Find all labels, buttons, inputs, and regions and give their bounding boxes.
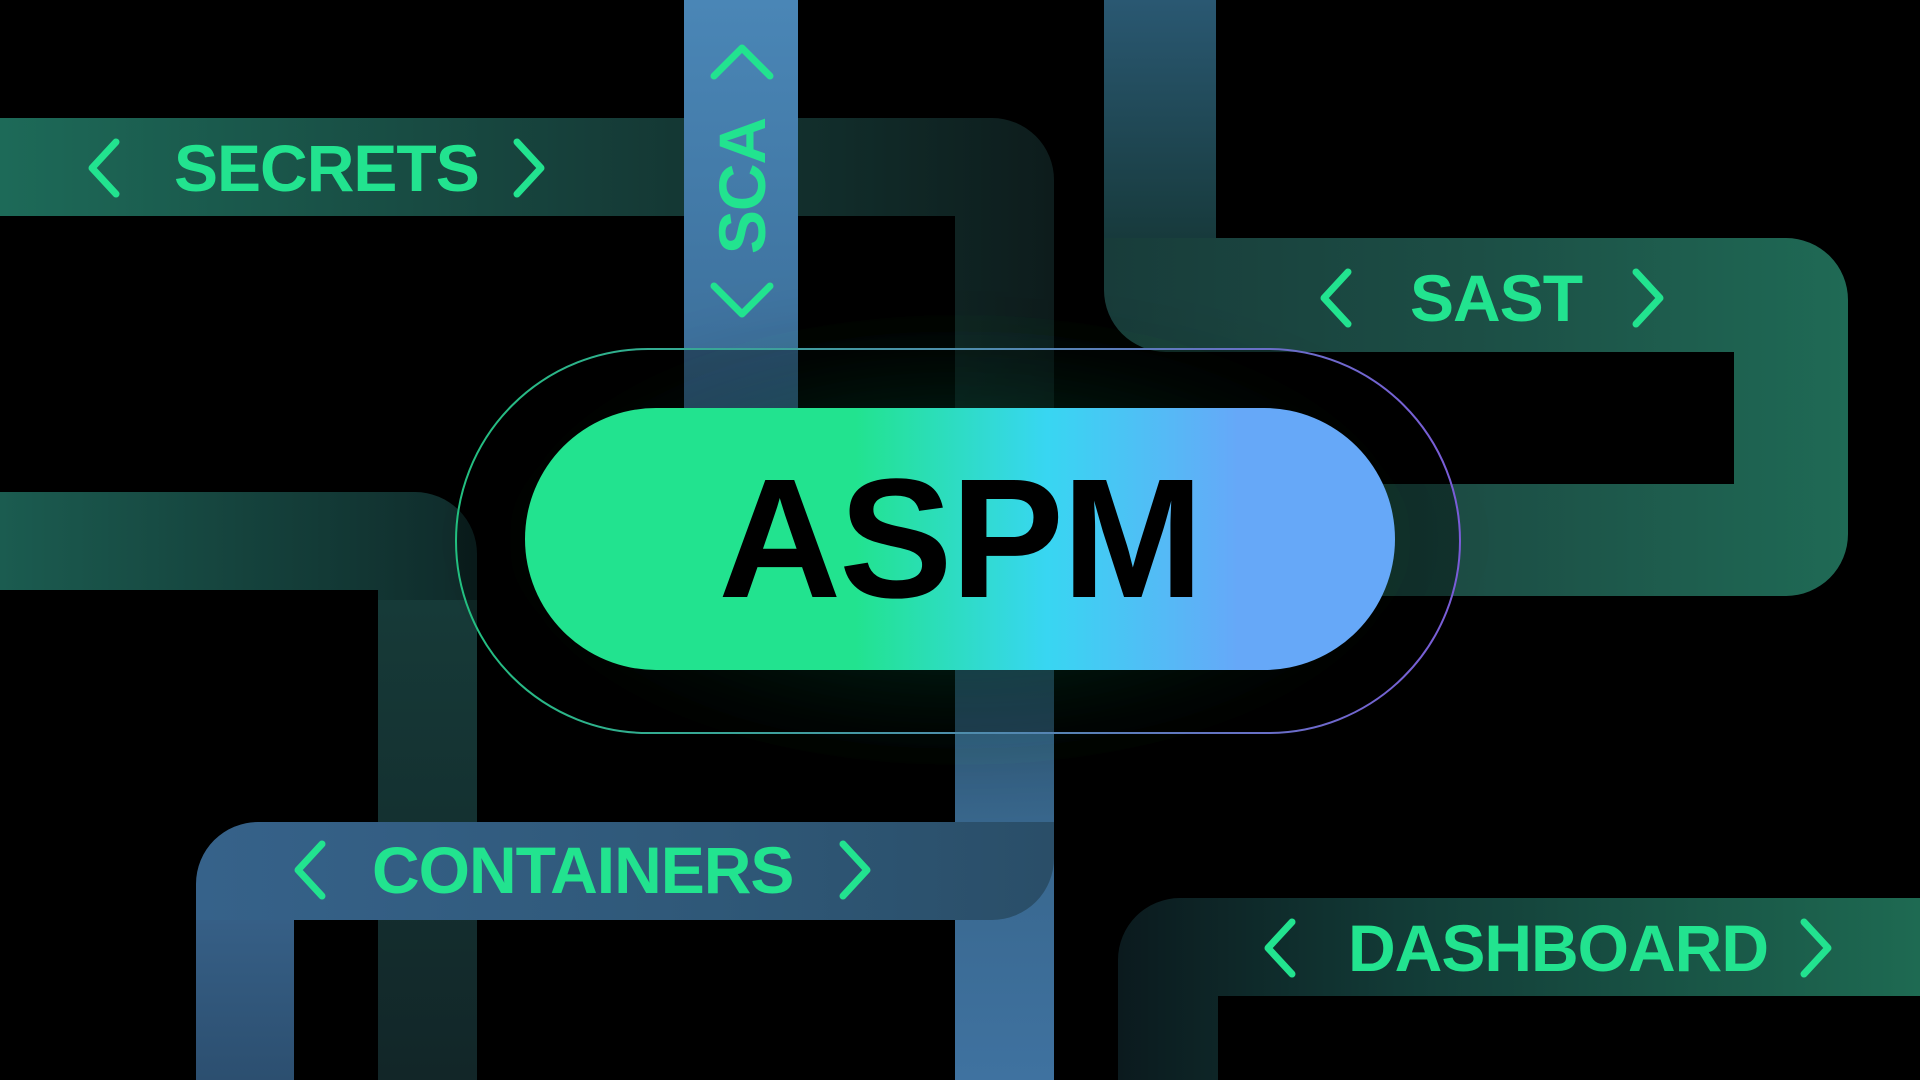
chevron-right-icon — [1800, 918, 1832, 978]
chevron-left-icon — [1264, 918, 1296, 978]
secrets-path — [0, 118, 1054, 560]
chevron-right-icon — [839, 840, 871, 900]
containers-path — [196, 822, 1054, 1080]
dashboard-label[interactable]: DASHBOARD — [1260, 908, 1836, 988]
sast-text: SAST — [1410, 261, 1583, 335]
sast-path — [1104, 0, 1848, 596]
chevron-right-icon — [1632, 268, 1664, 328]
chevron-left-icon — [1320, 268, 1352, 328]
secrets-text: SECRETS — [174, 131, 480, 205]
secrets-label[interactable]: SECRETS — [84, 128, 549, 208]
chevron-up-icon — [710, 44, 774, 80]
chevron-right-icon — [513, 138, 545, 198]
dashboard-text: DASHBOARD — [1348, 911, 1769, 985]
hub-pill — [525, 408, 1395, 670]
sca-text: SCA — [705, 117, 780, 255]
dashboard-path — [1118, 898, 1920, 1080]
chevron-left-icon — [88, 138, 120, 198]
chevron-down-icon — [710, 282, 774, 318]
sast-label[interactable]: SAST — [1316, 258, 1668, 338]
containers-text: CONTAINERS — [372, 833, 794, 907]
sca-label[interactable]: SCA — [704, 36, 780, 326]
hub-label: ASPM — [718, 444, 1203, 634]
chevron-left-icon — [294, 840, 326, 900]
containers-label[interactable]: CONTAINERS — [290, 830, 875, 910]
